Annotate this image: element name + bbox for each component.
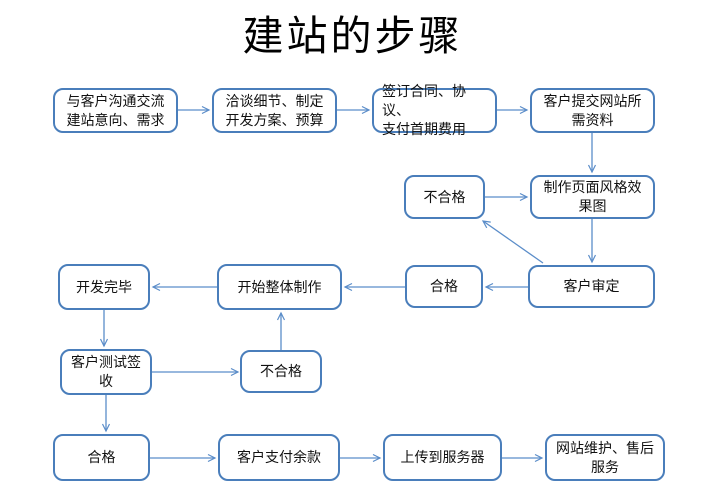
node-client-review: 客户审定 — [528, 265, 655, 308]
node-make-style-mockup: 制作页面风格效 果图 — [530, 175, 655, 219]
node-unqualified-style: 不合格 — [404, 175, 485, 219]
node-upload-server: 上传到服务器 — [383, 434, 502, 481]
node-dev-complete: 开发完毕 — [58, 264, 150, 310]
node-client-test-signoff: 客户测试签 收 — [60, 349, 152, 395]
node-negotiate-plan: 洽谈细节、制定 开发方案、预算 — [212, 88, 337, 133]
node-submit-materials: 客户提交网站所 需资料 — [530, 88, 655, 133]
arrow-review-to-unqualified — [481, 220, 544, 264]
node-sign-contract: 签订合同、协议、 支付首期费用 — [372, 83, 497, 137]
node-start-production: 开始整体制作 — [217, 264, 342, 310]
node-pay-balance: 客户支付余款 — [218, 434, 340, 481]
diagram-title: 建站的步骤 — [242, 13, 463, 59]
node-qualified-review: 合格 — [405, 265, 483, 308]
node-maintenance-aftersale: 网站维护、售后 服务 — [545, 434, 665, 481]
node-unqualified-test: 不合格 — [240, 350, 322, 393]
node-qualified-final: 合格 — [53, 434, 150, 481]
node-communicate-intent: 与客户沟通交流 建站意向、需求 — [53, 88, 178, 133]
